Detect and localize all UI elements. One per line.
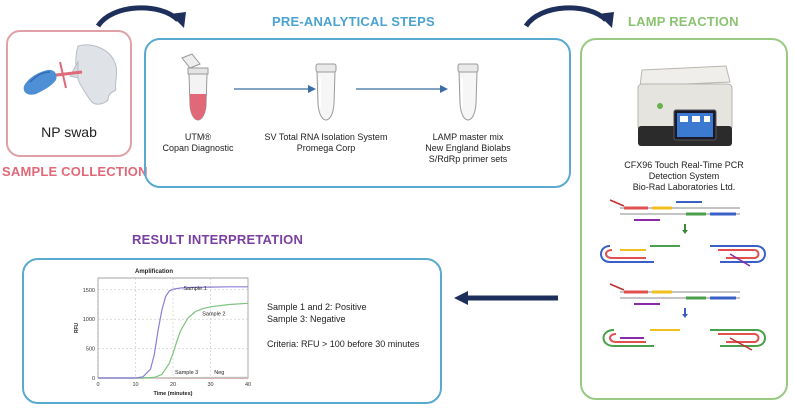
sample-collection-heading: SAMPLE COLLECTION [2,164,148,179]
arrow-tube1-to-tube2 [234,85,316,93]
series-line-sample-1 [98,286,248,379]
chart-annotation-neg: Neg [214,370,224,376]
series-line-sample-2 [98,302,249,379]
rna-isolation-tube-icon [315,63,337,121]
result-line-positive: Sample 1 and 2: Positive [267,302,367,312]
result-line-negative: Sample 3: Negative [267,314,346,324]
chart-x-tick-label: 20 [170,382,176,388]
lamp-master-mix-tube-icon [457,63,479,121]
chart-title: Amplification [135,269,173,275]
nasopharyngeal-swab-illustration [23,44,118,105]
arrow-lamp-to-result [454,291,558,305]
sample-collection-box: NP swab [6,30,132,157]
utm-label: UTM® Copan Diagnostic [162,132,234,153]
chart-y-axis-label: RFU [74,322,80,333]
lamp-master-mix-label: LAMP master mix New England Biolabs S/Rd… [425,132,511,164]
arrow-tube2-to-tube3 [356,85,448,93]
chart-annotation-sample-2: Sample 2 [202,312,225,318]
lamp-reaction-box: CFX96 Touch Real-Time PCR Detection Syst… [580,38,788,400]
lamp-mechanism-diagram-top [600,199,766,267]
pre-analytical-heading: PRE-ANALYTICAL STEPS [272,14,435,29]
cfx96-instrument-icon [637,65,733,146]
curved-arrow-1 [95,5,186,28]
chart-y-tick-label: 1000 [83,317,95,323]
result-line-criteria: Criteria: RFU > 100 before 30 minutes [267,339,420,349]
pre-analytical-box: UTM® Copan Diagnostic SV Total RNA Isola… [144,38,571,188]
curved-arrow-2 [523,5,614,28]
utm-tube-icon [181,53,209,121]
instrument-label: CFX96 Touch Real-Time PCR Detection Syst… [624,160,744,192]
lamp-mechanism-diagram-bottom [602,283,766,351]
chart-annotation-sample-1: Sample 1 [184,286,207,292]
chart-x-tick-label: 10 [132,382,138,388]
chart-y-tick-label: 1500 [83,288,95,294]
np-swab-label: NP swab [41,124,97,140]
chart-x-tick-label: 0 [96,382,99,388]
result-interpretation-heading: RESULT INTERPRETATION [132,232,304,247]
lamp-reaction-heading: LAMP REACTION [628,14,739,29]
chart-x-axis-label: Time (minutes) [153,391,192,397]
chart-annotation-sample-3: Sample 3 [175,370,198,376]
rna-isolation-label: SV Total RNA Isolation System Promega Co… [264,132,388,153]
chart-x-tick-label: 30 [207,382,213,388]
chart-x-tick-label: 40 [245,382,251,388]
chart-y-tick-label: 0 [92,376,95,382]
chart-y-tick-label: 500 [86,347,95,353]
